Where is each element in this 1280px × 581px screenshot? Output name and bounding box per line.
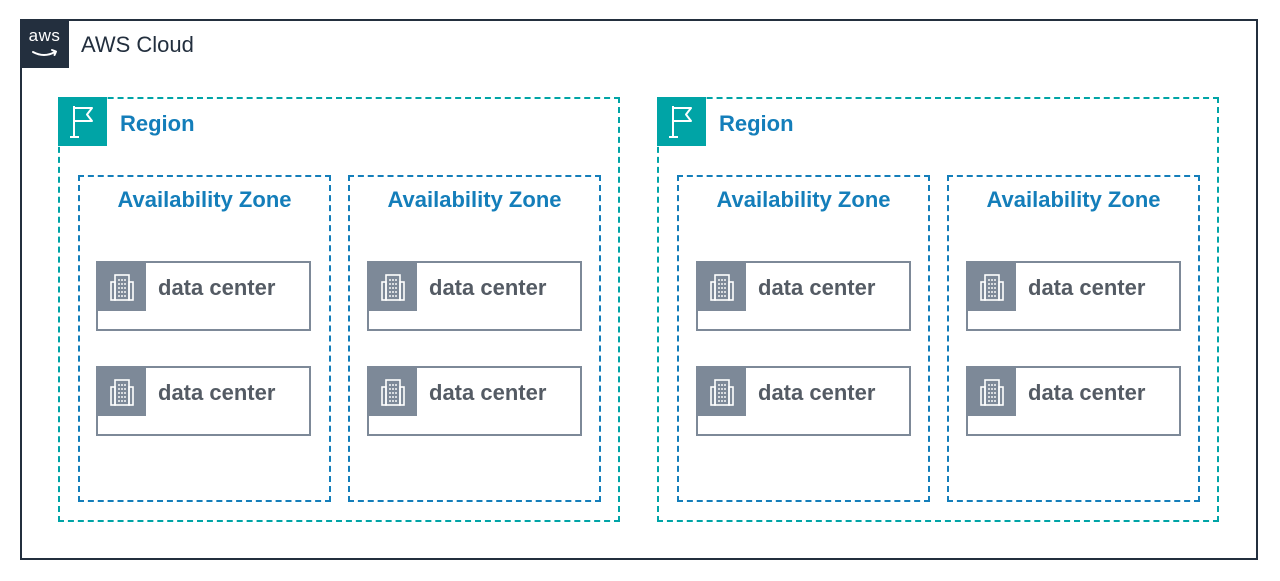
aws-cloud-group — [20, 19, 1258, 560]
availability-zone-title: Availability Zone — [387, 187, 562, 212]
availability-zone-2-1 — [677, 175, 930, 502]
data-center-label: data center — [758, 380, 876, 405]
region-group-2 — [657, 97, 1219, 522]
building-icon — [98, 368, 146, 416]
data-center-box: data center — [96, 261, 311, 331]
availability-zone-2-2 — [947, 175, 1200, 502]
data-center-box: data center — [696, 366, 911, 436]
data-center-box: data center — [966, 261, 1181, 331]
data-center-label: data center — [429, 275, 547, 300]
data-center-box: data center — [367, 366, 582, 436]
region-group-1 — [58, 97, 620, 522]
flag-icon — [657, 97, 706, 146]
data-center-label: data center — [1028, 380, 1146, 405]
building-icon — [98, 263, 146, 311]
cloud-title: AWS Cloud — [81, 32, 194, 57]
data-center-label: data center — [1028, 275, 1146, 300]
region-title-2: Region — [719, 111, 794, 136]
data-center-box: data center — [96, 366, 311, 436]
availability-zone-1-2 — [348, 175, 601, 502]
availability-zone-title: Availability Zone — [117, 187, 292, 212]
data-center-label: data center — [158, 380, 276, 405]
availability-zone-title: Availability Zone — [716, 187, 891, 212]
availability-zone-title: Availability Zone — [986, 187, 1161, 212]
data-center-box: data center — [966, 366, 1181, 436]
building-icon — [698, 263, 746, 311]
aws-logo-icon: aws — [20, 19, 69, 68]
aws-logo-text: aws — [28, 26, 61, 45]
building-icon — [369, 263, 417, 311]
data-center-label: data center — [758, 275, 876, 300]
data-center-label: data center — [158, 275, 276, 300]
flag-icon — [58, 97, 107, 146]
data-center-box: data center — [367, 261, 582, 331]
data-center-label: data center — [429, 380, 547, 405]
building-icon — [698, 368, 746, 416]
building-icon — [968, 368, 1016, 416]
region-title-1: Region — [120, 111, 195, 136]
building-icon — [968, 263, 1016, 311]
availability-zone-1-1 — [78, 175, 331, 502]
building-icon — [369, 368, 417, 416]
data-center-box: data center — [696, 261, 911, 331]
